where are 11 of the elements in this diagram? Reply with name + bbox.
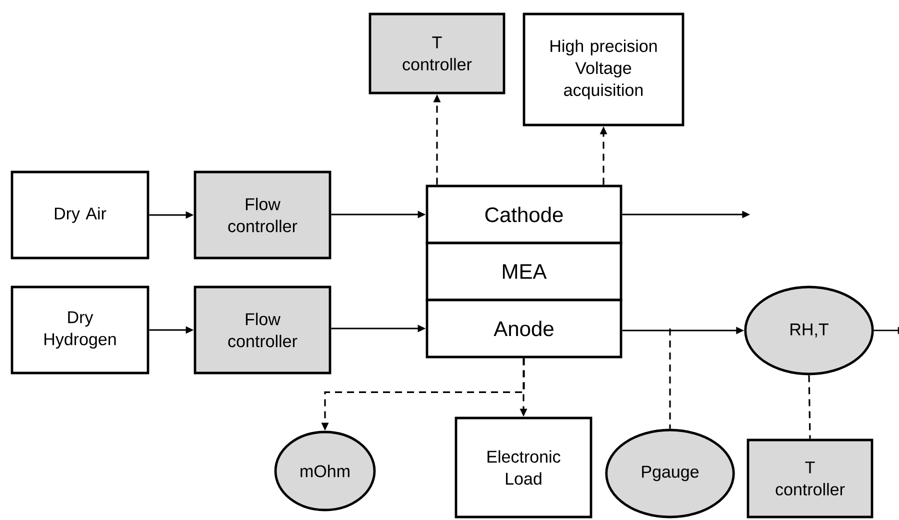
source-box: Dry Hydrogen <box>10 286 150 374</box>
cell-layer-box: Cathode <box>426 184 622 244</box>
source-box: Dry Air <box>10 170 150 260</box>
instrument-box: Electronic Load <box>454 416 592 518</box>
controller-box: Flow controller <box>194 170 332 260</box>
instrument-box: High precision Voltage acquisition <box>522 12 684 126</box>
controller-box: T controller <box>368 12 506 94</box>
controller-box: T controller <box>746 438 874 518</box>
controller-box: Flow controller <box>194 286 332 374</box>
cell-layer-box: MEA <box>426 242 622 302</box>
cell-layer-box: Anode <box>426 298 622 358</box>
